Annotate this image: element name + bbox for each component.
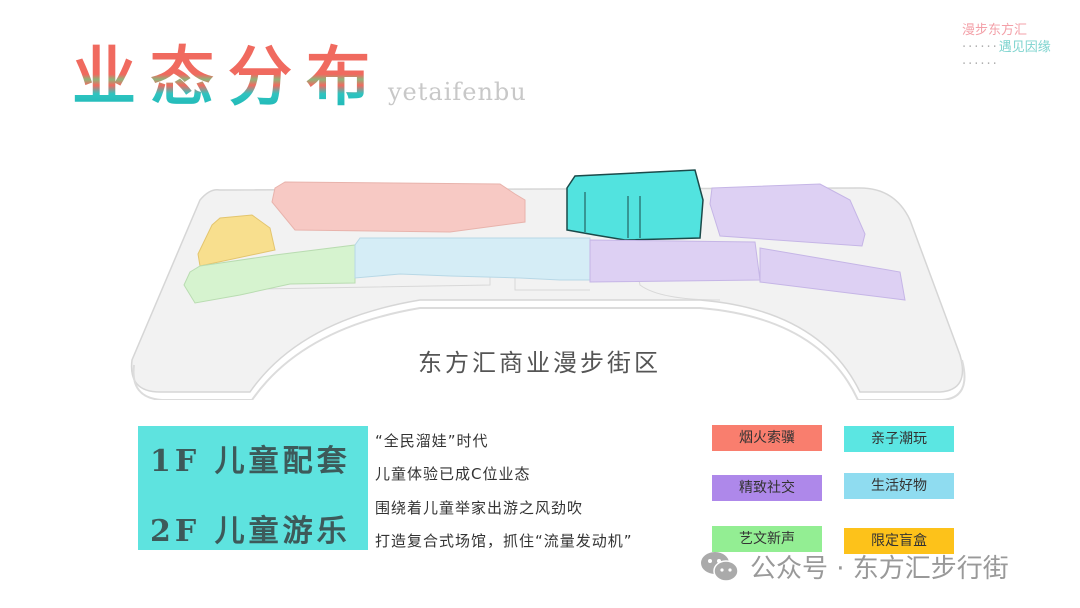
block-purple-mid bbox=[589, 239, 761, 283]
watermark: 公众号 · 东方汇步行街 bbox=[700, 548, 1009, 585]
block-pink bbox=[271, 181, 526, 233]
legend-tag: 限定盲盒 bbox=[844, 528, 954, 554]
desc-line-1: “全民溜娃”时代 bbox=[375, 432, 489, 450]
block-purple-right bbox=[759, 247, 906, 301]
brand-line1: 漫步东方汇 bbox=[962, 23, 1028, 38]
page-title: 业态分布 yetaifenbu bbox=[72, 42, 527, 114]
legend-tag: 艺文新声 bbox=[712, 526, 822, 552]
desc-line-4: 打造复合式场馆，抓住“流量发动机” bbox=[375, 532, 633, 550]
desc-line-2: 儿童体验已成C位业态 bbox=[375, 465, 531, 483]
title-main: 业态分布 bbox=[72, 41, 384, 115]
brand-line3: ······ bbox=[962, 57, 999, 72]
site-map bbox=[130, 169, 966, 400]
legend-tag: 烟火索骥 bbox=[712, 425, 822, 451]
brand-logo: 漫步东方汇 ······遇见因缘 ······ bbox=[962, 22, 1051, 73]
block-purple-top bbox=[709, 183, 866, 247]
block-yellow bbox=[197, 214, 276, 267]
legend-tag: 生活好物 bbox=[844, 473, 954, 499]
block-green bbox=[183, 244, 356, 304]
floor-2f: 2F 儿童游乐 bbox=[150, 514, 351, 549]
brand-line2: ······遇见因缘 bbox=[962, 40, 1051, 55]
map-label: 东方汇商业漫步街区 bbox=[418, 349, 661, 377]
floor-1f: 1F 儿童配套 bbox=[150, 444, 351, 479]
title-pinyin: yetaifenbu bbox=[388, 78, 527, 106]
desc-line-3: 围绕着儿童举家出游之风劲吹 bbox=[375, 499, 584, 517]
legend-tag: 精致社交 bbox=[712, 475, 822, 501]
legend-tag: 亲子潮玩 bbox=[844, 426, 954, 452]
wechat-icon bbox=[701, 551, 739, 582]
floor-box: 1F 儿童配套 2F 儿童游乐 bbox=[138, 426, 368, 550]
block-cyan bbox=[566, 169, 704, 241]
watermark-text: 公众号 · 东方汇步行街 bbox=[750, 554, 1009, 584]
block-blue bbox=[354, 237, 591, 281]
